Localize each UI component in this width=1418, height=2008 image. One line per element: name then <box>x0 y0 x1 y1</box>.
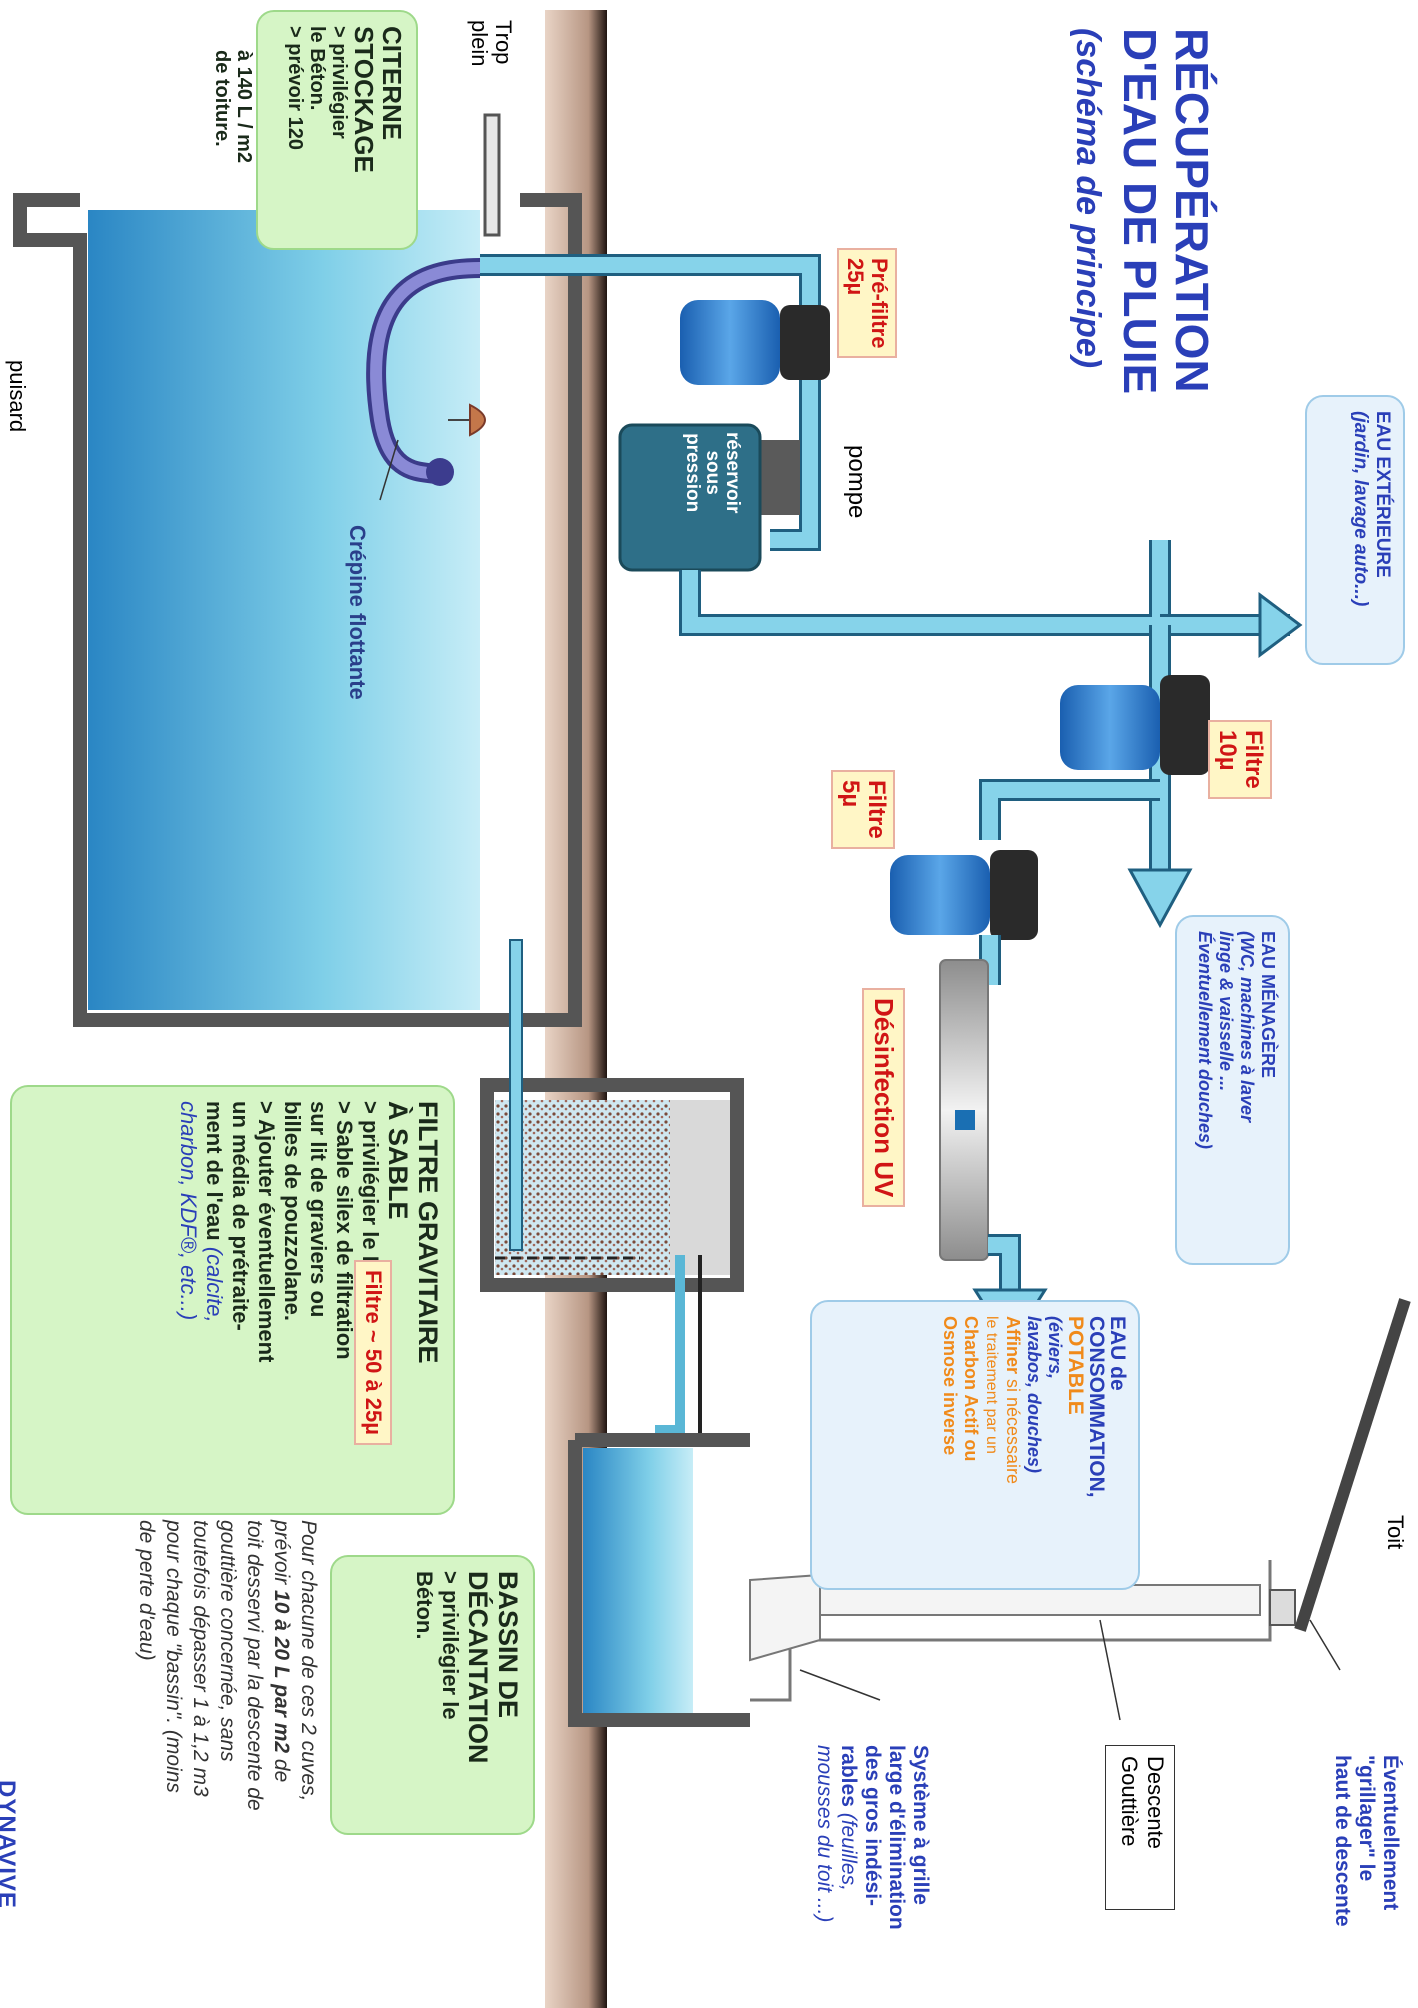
trop-plein-label: Trop plein <box>467 20 516 67</box>
citerne-note: CITERNE STOCKAGE > privilégier le Béton.… <box>256 10 418 250</box>
sable-filter-tag: Filtre ~ 50 à 25µ <box>354 1260 392 1445</box>
pompe-label: pompe <box>843 445 870 519</box>
citerne-water <box>88 210 480 1010</box>
eau-conso-note: EAU de CONSOMMATION, POTABLE (éviers, la… <box>810 1300 1140 1590</box>
cuves-note: Pour chacune de ces 2 cuves, prévoir 10 … <box>135 1520 320 1811</box>
toit-label: Toit <box>1383 1515 1408 1550</box>
bassin-water <box>583 1448 693 1713</box>
roof-line <box>1294 1298 1411 1632</box>
eau-menagere-note: EAU MÉNAGÈRE (WC, machines à laver linge… <box>1175 915 1290 1265</box>
grille-note: Éventuellement "grillager" le haut de de… <box>1331 1755 1402 1927</box>
crepine-label: Crépine flottante <box>345 525 370 700</box>
reservoir-label: réservoir sous pression <box>682 432 743 514</box>
title-line-1: RÉCUPÉRATION <box>1166 28 1218 393</box>
sand-bed <box>495 1100 670 1275</box>
filtre5-tag: Filtre 5µ <box>831 770 895 849</box>
title-line-2: D'EAU DE PLUIE <box>1114 28 1166 395</box>
systeme-note: Système à grille large d'élimination des… <box>813 1745 932 1930</box>
filtre10-tag: Filtre 10µ <box>1208 720 1272 799</box>
descente-label: Descente Gouttière <box>1105 1745 1175 1910</box>
eau-exterieure-note: EAU EXTÉRIEURE (jardin, lavage auto...) <box>1305 395 1405 665</box>
uv-tag: Désinfection UV <box>862 988 905 1208</box>
dynavive-logo: DYNAVIVE <box>0 1780 20 1909</box>
title-subtitle: (schéma de principe) <box>1069 28 1107 369</box>
prefiltre-tag: Pré-filtre 25µ <box>837 248 897 359</box>
page-title: RÉCUPÉRATION D'EAU DE PLUIE (schéma de p… <box>1062 28 1218 394</box>
citerne-note-more: à 140 L / m2 de toiture. <box>211 50 255 164</box>
puisard-label: puisard <box>5 360 30 433</box>
bassin-note: BASSIN DE DÉCANTATION > privilégier le B… <box>330 1555 535 1835</box>
